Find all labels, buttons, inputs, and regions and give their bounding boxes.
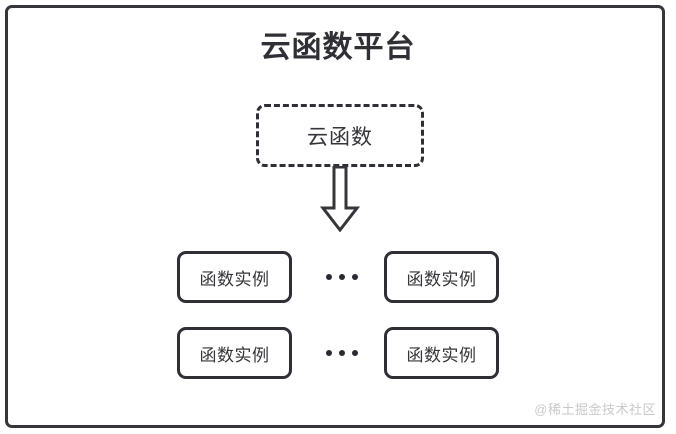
page-title: 云函数平台 bbox=[260, 31, 416, 64]
function-instance-label: 函数实例 bbox=[406, 345, 477, 365]
watermark: @稀土掘金技术社区 bbox=[534, 402, 656, 417]
function-instance-box: 函数实例 bbox=[177, 251, 292, 303]
ellipsis-dot bbox=[352, 274, 358, 280]
function-instance-box: 函数实例 bbox=[384, 327, 499, 379]
function-instance-box: 函数实例 bbox=[177, 327, 292, 379]
instance-row: 函数实例 函数实例 bbox=[0, 327, 676, 379]
ellipsis-dot bbox=[326, 350, 332, 356]
ellipsis-dot bbox=[326, 274, 332, 280]
cloud-function-label: 云函数 bbox=[307, 125, 373, 149]
function-instance-label: 函数实例 bbox=[199, 345, 270, 365]
ellipsis-dot bbox=[352, 350, 358, 356]
down-arrow-icon bbox=[319, 165, 361, 233]
ellipsis-separator bbox=[318, 327, 366, 379]
ellipsis-dot bbox=[339, 350, 345, 356]
function-instance-box: 函数实例 bbox=[384, 251, 499, 303]
cloud-function-node: 云函数 bbox=[256, 104, 424, 167]
function-instance-label: 函数实例 bbox=[199, 269, 270, 289]
ellipsis-separator bbox=[318, 251, 366, 303]
function-instance-label: 函数实例 bbox=[406, 269, 477, 289]
instance-row: 函数实例 函数实例 bbox=[0, 251, 676, 303]
ellipsis-dot bbox=[339, 274, 345, 280]
